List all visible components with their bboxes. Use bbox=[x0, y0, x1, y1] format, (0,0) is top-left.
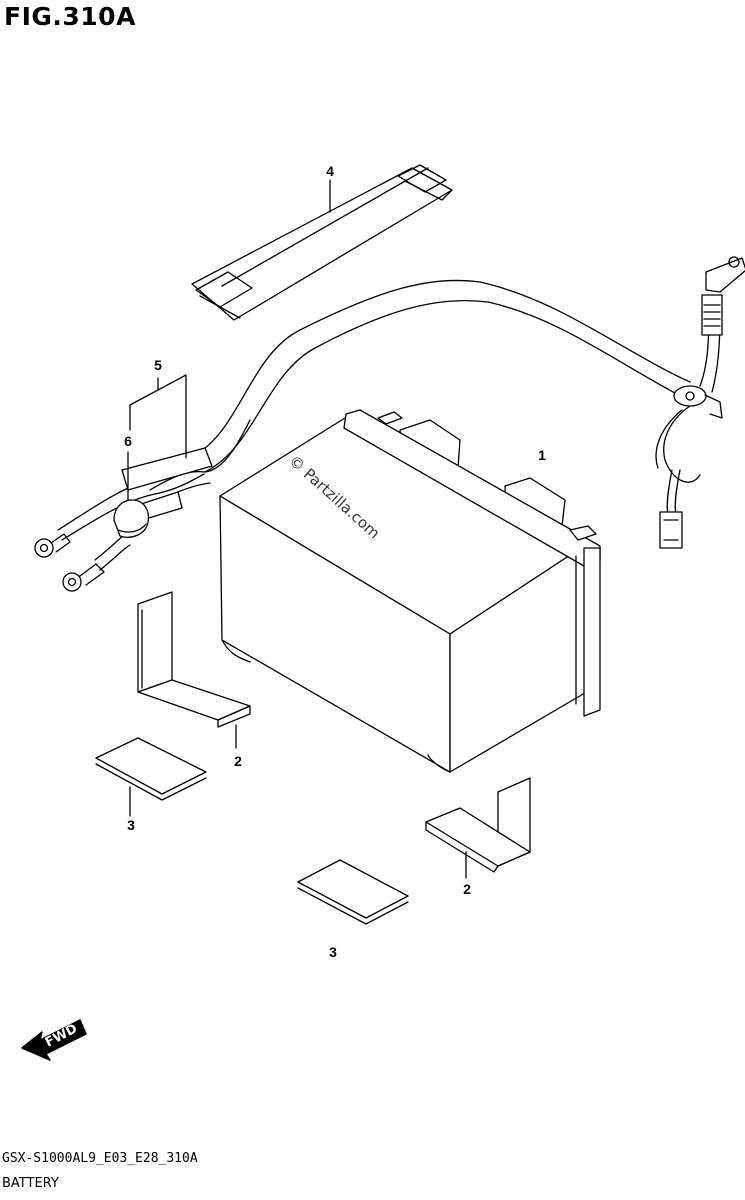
model-code: GSX-S1000AL9_E03_E28_310A bbox=[2, 1151, 198, 1166]
battery-cable bbox=[34, 256, 745, 592]
fwd-arrow-icon: FWD bbox=[21, 1019, 87, 1061]
terminal-cap bbox=[113, 499, 150, 538]
callout-cable-set: 5 bbox=[154, 357, 162, 373]
battery bbox=[219, 409, 601, 773]
callout-band: 4 bbox=[326, 163, 334, 179]
callout-pad-lower: 3 bbox=[329, 944, 337, 960]
callout-battery: 1 bbox=[538, 447, 546, 463]
pad-upper bbox=[95, 737, 207, 801]
callout-terminal-cap: 6 bbox=[124, 433, 132, 449]
leader-lines bbox=[127, 179, 467, 879]
battery-band bbox=[191, 164, 453, 321]
callout-bracket-lower: 2 bbox=[463, 881, 471, 897]
callout-pad-upper: 3 bbox=[127, 817, 135, 833]
bracket-lower bbox=[425, 777, 531, 873]
pad-lower bbox=[297, 859, 409, 925]
callout-bracket-upper: 2 bbox=[234, 753, 242, 769]
figure-caption: BATTERY bbox=[2, 1176, 59, 1191]
bracket-upper bbox=[137, 591, 251, 728]
figure-title: FIG.310A bbox=[4, 2, 136, 31]
